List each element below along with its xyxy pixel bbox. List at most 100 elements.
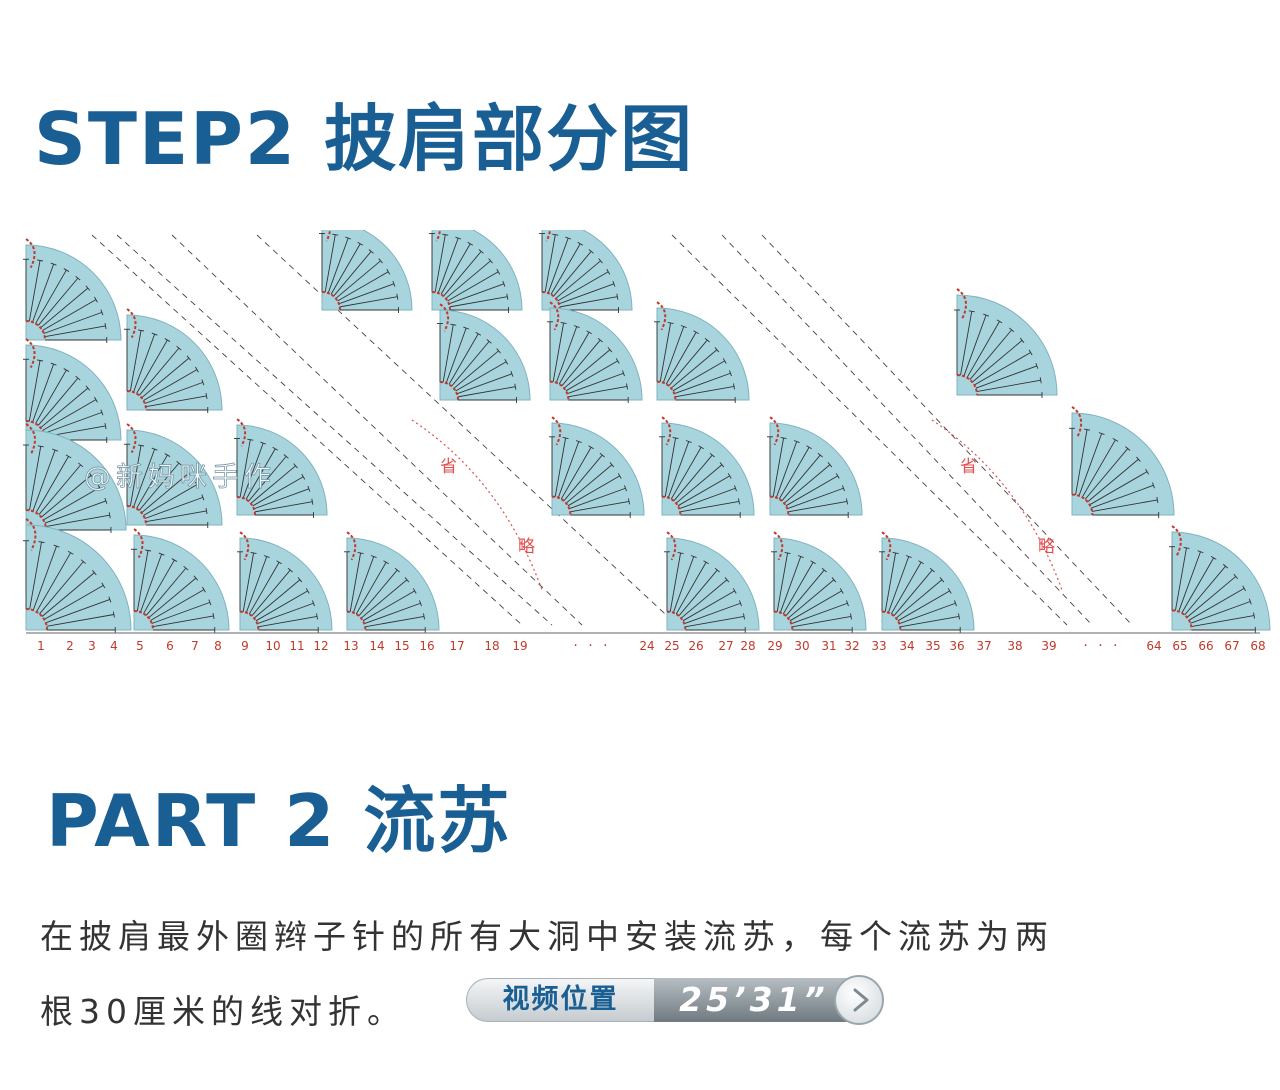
fan-shape <box>769 422 863 516</box>
stitch-line <box>442 324 454 383</box>
chain-swirl <box>549 301 560 331</box>
stitch-tick <box>626 383 628 390</box>
column-number: 16 <box>419 639 434 653</box>
video-position-badge[interactable]: 视频位置 25’31” <box>466 975 892 1027</box>
stitch-line <box>29 542 42 610</box>
stitch-line <box>44 500 107 524</box>
stitch-tick <box>616 293 619 300</box>
fan-motif <box>319 230 413 313</box>
chain-swirl <box>956 288 967 320</box>
stitch-tick <box>732 588 737 594</box>
stitch-line <box>150 589 205 621</box>
column-number: 7 <box>191 639 199 653</box>
chain-swirl <box>25 338 36 369</box>
chain-arc <box>126 505 147 526</box>
stitch-tick <box>50 262 57 266</box>
stitch-line <box>324 234 336 293</box>
stitch-line <box>257 602 314 625</box>
column-number: 24 <box>639 639 654 653</box>
column-number: 65 <box>1172 639 1187 653</box>
fan-motif <box>124 308 223 413</box>
diagonal-stitch-line <box>116 234 553 626</box>
stitch-tick <box>345 236 352 240</box>
chain-swirl <box>126 423 137 454</box>
stitch-tick <box>250 552 257 554</box>
stitch-line <box>245 556 268 613</box>
fan-shape <box>25 429 127 531</box>
stitch-tick <box>588 249 594 254</box>
chain-swirl <box>133 528 144 559</box>
stitch-line <box>1191 615 1255 628</box>
stitch-tick <box>297 577 303 583</box>
stitch-line <box>355 562 387 615</box>
stitch-tick <box>733 383 735 390</box>
stitch-tick <box>63 368 70 372</box>
stitch-tick <box>94 296 98 303</box>
stitch-tick <box>506 293 509 300</box>
chain-swirl <box>1071 406 1083 439</box>
chain-arc <box>656 380 677 401</box>
chain-arc <box>769 495 790 516</box>
stitch-line <box>568 385 628 398</box>
stitch-tick <box>101 582 106 589</box>
stitch-line <box>558 332 590 385</box>
stitch-line <box>1174 547 1187 611</box>
omitted-marker-sheng-1: 省 <box>440 457 457 477</box>
description-line-1: 在披肩最外圈辫子针的所有大洞中安装流苏，每个流苏为两 <box>40 917 1054 956</box>
stitch-tick <box>171 558 178 562</box>
stitch-line <box>963 314 987 377</box>
play-icon[interactable] <box>834 975 884 1025</box>
stitch-tick <box>151 332 158 336</box>
stitch-line <box>252 476 304 507</box>
fan-motif <box>344 531 440 633</box>
column-number: 68 <box>1250 639 1265 653</box>
stitch-line <box>544 234 556 293</box>
stitch-line <box>133 448 156 508</box>
stitch-line <box>897 590 950 622</box>
stitch-tick <box>205 392 208 400</box>
chain-arc <box>126 390 147 411</box>
chain-swirl <box>126 308 137 339</box>
stitch-tick <box>609 462 615 468</box>
chain-arc <box>956 374 978 396</box>
stitch-line <box>1075 429 1088 495</box>
stitch-line <box>685 615 745 628</box>
stitch-line <box>672 556 695 613</box>
stitch-tick <box>1136 456 1141 462</box>
stitch-tick <box>37 445 44 448</box>
stitch-line <box>28 260 41 322</box>
stitch-tick <box>287 567 293 573</box>
fan-motif <box>954 288 1058 398</box>
stitch-tick <box>419 600 422 607</box>
omitted-marker-sheng-2: 省 <box>960 457 977 477</box>
stitch-line <box>451 341 490 387</box>
stitch-tick <box>842 485 845 492</box>
chain-swirl <box>25 423 36 455</box>
stitch-line <box>677 475 730 507</box>
chain-arc <box>431 291 451 311</box>
stitch-tick <box>151 447 158 451</box>
stitch-tick <box>164 453 171 457</box>
stitch-tick <box>1028 349 1033 356</box>
stitch-line <box>140 553 163 613</box>
stitch-line <box>887 556 910 613</box>
stitch-line <box>675 385 735 398</box>
stitch-tick <box>164 338 171 342</box>
stitch-line <box>772 437 785 497</box>
stitch-tick <box>575 440 582 443</box>
stitch-tick <box>1084 428 1091 431</box>
stitch-line <box>674 372 731 395</box>
stitch-line <box>251 569 291 617</box>
stitch-line <box>360 579 408 619</box>
stitch-line <box>673 454 713 502</box>
column-number: 36 <box>949 639 964 653</box>
stitch-tick <box>1035 362 1039 369</box>
stitch-tick <box>1248 598 1252 605</box>
stitch-line <box>776 552 789 612</box>
stitch-line <box>358 569 398 617</box>
fan-motif <box>237 531 333 633</box>
stitch-tick <box>332 233 339 236</box>
stitch-line <box>563 349 611 389</box>
stitch-line <box>791 602 848 625</box>
fan-shape <box>666 537 760 631</box>
